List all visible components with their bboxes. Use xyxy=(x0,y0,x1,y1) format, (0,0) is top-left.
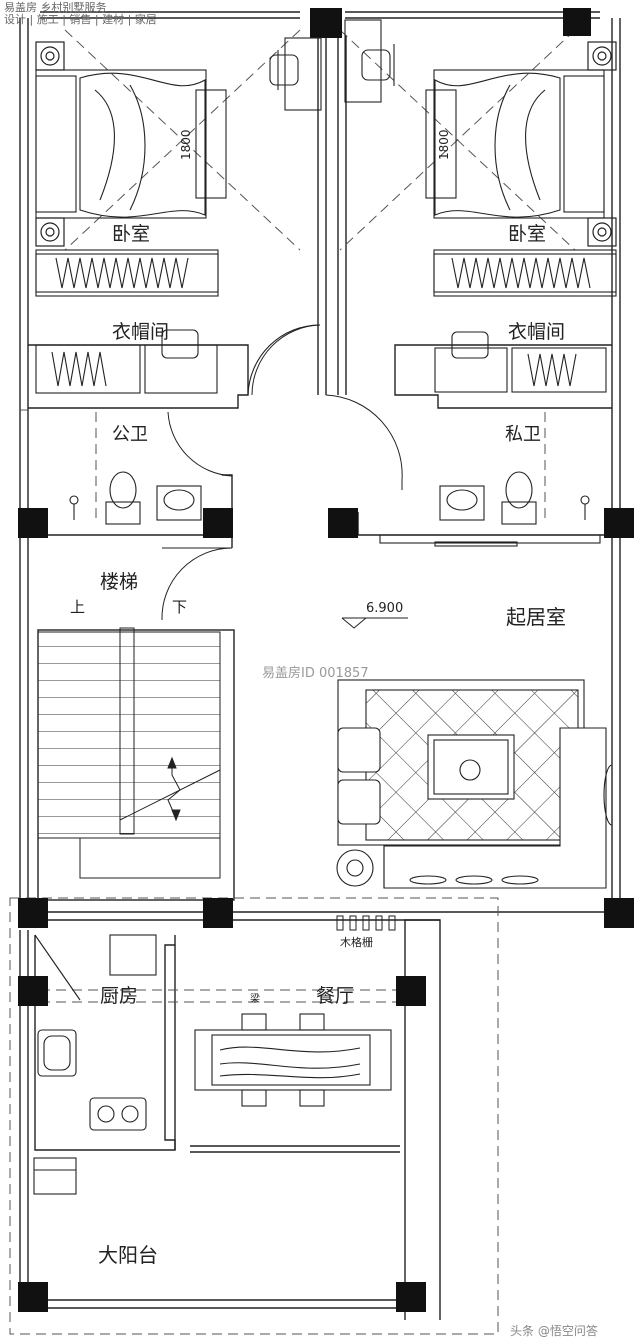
room-label-stairs: 楼梯 xyxy=(100,571,138,593)
closet-left-icon xyxy=(35,324,321,396)
wood-grille-label: 木格栅 xyxy=(340,935,373,949)
stair-up-label: 上 xyxy=(70,598,85,616)
room-label-kitchen: 厨房 xyxy=(100,985,138,1007)
washing-machine-icon xyxy=(33,1157,77,1195)
wardrobe-left-icon xyxy=(35,249,219,297)
public-bath-fixtures-icon xyxy=(69,471,202,525)
room-label-private-bath: 私卫 xyxy=(505,424,541,445)
stairs-icon xyxy=(37,627,221,879)
brand-service-3: 销售 xyxy=(69,13,92,26)
door-swings xyxy=(161,324,403,621)
bed-size-left: 1800 xyxy=(179,129,193,160)
brand-service-2: 施工 xyxy=(36,13,59,26)
brand-service-1: 设计 xyxy=(4,13,26,26)
room-label-closet-left: 衣帽间 xyxy=(112,321,169,343)
closet-right-icon xyxy=(434,331,607,393)
beam-label: 梁 xyxy=(250,992,260,1005)
dining-table-icon xyxy=(194,1013,392,1107)
stair-down-label: 下 xyxy=(172,598,187,616)
bed-right-icon xyxy=(425,69,605,219)
brand-service-4: 建材 xyxy=(102,13,125,26)
room-label-bedroom-left: 卧室 xyxy=(112,223,150,245)
outer-walls xyxy=(19,11,621,1320)
kitchen-fixtures-icon xyxy=(34,934,157,1131)
private-bath-fixtures-icon xyxy=(439,471,590,525)
room-label-closet-right: 衣帽间 xyxy=(508,321,565,343)
elevation-marker-icon xyxy=(341,617,408,629)
bed-left-icon xyxy=(35,69,227,219)
desk-chair-left-icon xyxy=(269,37,322,111)
wood-grille-icon xyxy=(336,915,396,931)
brand-logo: 易盖房 乡村别墅服务 设计 | 施工 | 销售 | 建材 | 家居 xyxy=(4,1,157,26)
tv-cabinet-icon xyxy=(379,534,601,547)
elevation-label: 6.900 xyxy=(366,601,403,616)
room-label-living: 起居室 xyxy=(506,605,566,629)
brand-service-5: 家居 xyxy=(134,13,157,26)
room-label-dining: 餐厅 xyxy=(316,985,354,1007)
brand-logo-text: 易盖房 乡村别墅服务 xyxy=(4,1,107,14)
room-label-public-bath: 公卫 xyxy=(112,424,148,445)
desk-chair-right-icon xyxy=(344,19,395,103)
bed-size-right: 1800 xyxy=(437,129,451,160)
room-label-balcony: 大阳台 xyxy=(98,1243,158,1267)
watermark-corner: 头条 @悟空问答 xyxy=(510,1324,598,1338)
structural-columns xyxy=(18,8,634,1312)
dashed-outline xyxy=(9,29,576,1335)
room-label-bedroom-right: 卧室 xyxy=(508,223,546,245)
living-furniture-icon xyxy=(336,679,613,889)
wardrobe-right-icon xyxy=(433,249,617,297)
watermark-center: 易盖房ID 001857 xyxy=(262,666,369,681)
